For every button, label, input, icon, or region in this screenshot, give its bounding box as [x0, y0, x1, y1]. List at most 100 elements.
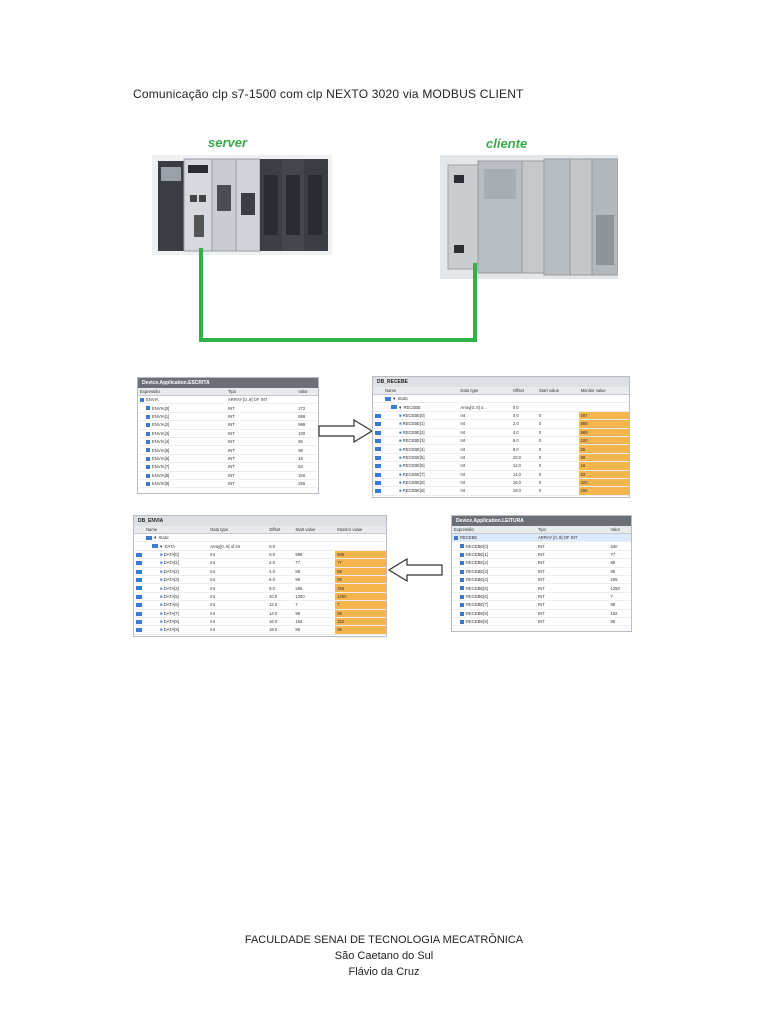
var-name: RECEBE[6]	[466, 593, 488, 599]
bullet-icon: ■	[399, 454, 403, 460]
var-name: RECEBE[8]	[402, 480, 425, 486]
var-type: INT	[226, 454, 297, 464]
var-offset: 0.0	[267, 541, 294, 551]
var-icon	[146, 440, 150, 445]
table-row[interactable]: ▼ Static	[134, 533, 386, 543]
var-icon	[460, 552, 464, 557]
table-row[interactable]: RECEBE ARRAY [0..9] OF INT	[452, 533, 631, 543]
client-label: cliente	[486, 136, 528, 151]
var-name: RECEBE[7]	[402, 471, 425, 477]
table-row[interactable]: ▼ RECEBE Array[0..9] o... 0.0	[373, 402, 629, 412]
var-offset: 12.0	[267, 600, 294, 610]
var-type: INT	[226, 437, 297, 447]
var-type: Array[0..9] o...	[458, 402, 511, 412]
var-name: DATA[4]	[163, 585, 179, 591]
var-offset: 4.0	[510, 428, 537, 437]
var-monitor-value: 7	[335, 600, 386, 610]
var-type: Int	[208, 567, 268, 576]
var-name: DATA[7]	[163, 610, 179, 616]
col-offset: Offset	[510, 387, 537, 395]
var-offset: 12.0	[510, 461, 537, 471]
var-value: 85	[608, 617, 631, 627]
server-plc-image	[152, 155, 332, 255]
var-name: RECEBE[2]	[466, 560, 488, 566]
table-row[interactable]: ▼ DATA Array[0..9] of Int 0.0	[134, 541, 386, 551]
var-name: DATA[1]	[163, 560, 179, 566]
var-start-value: 999	[293, 550, 336, 560]
col-valor: Valor	[608, 526, 631, 534]
var-type: Int	[208, 600, 268, 610]
var-name: RECEBE[5]	[466, 585, 488, 591]
bullet-icon: ■	[399, 438, 403, 444]
server-label: server	[208, 135, 248, 150]
var-name: ENVIA	[146, 397, 159, 403]
var-start-value: 0	[537, 486, 579, 496]
var-name: ENVIA[4]	[152, 439, 170, 445]
var-offset: 8.0	[510, 444, 537, 454]
var-icon	[460, 594, 464, 599]
tag-icon	[146, 536, 152, 541]
client-plc-image	[440, 155, 618, 279]
table-row[interactable]: ENVIA ARRAY [0..9] OF INT	[138, 395, 318, 405]
static-label: Static	[158, 535, 169, 541]
var-monitor-value: 98	[335, 609, 386, 618]
var-start-value: 152	[293, 617, 336, 627]
var-monitor-value: 152	[335, 617, 386, 627]
col-tipo: Tipo	[536, 526, 609, 534]
var-type: Int	[208, 550, 268, 560]
var-start-value: 0	[537, 419, 579, 429]
table-row[interactable]: ▼ Static	[373, 394, 629, 404]
var-icon	[146, 448, 150, 453]
escrita-watch-table: Device.Application.ESCRITA Expressão Tip…	[137, 377, 319, 494]
db-envia-title: DB_ENVIA	[134, 516, 386, 526]
var-name: RECEBE[9]	[466, 619, 488, 625]
var-offset: 10.0	[510, 453, 537, 463]
footer-institution: FACULDADE SENAI DE TECNOLOGIA MECATRÔNIC…	[244, 934, 524, 946]
var-value: 88	[608, 558, 631, 568]
var-name: RECEBE[4]	[402, 446, 425, 452]
tag-icon	[375, 472, 381, 477]
var-name: RECEBE[1]	[402, 421, 425, 427]
var-name: RECEBE[3]	[402, 438, 425, 444]
